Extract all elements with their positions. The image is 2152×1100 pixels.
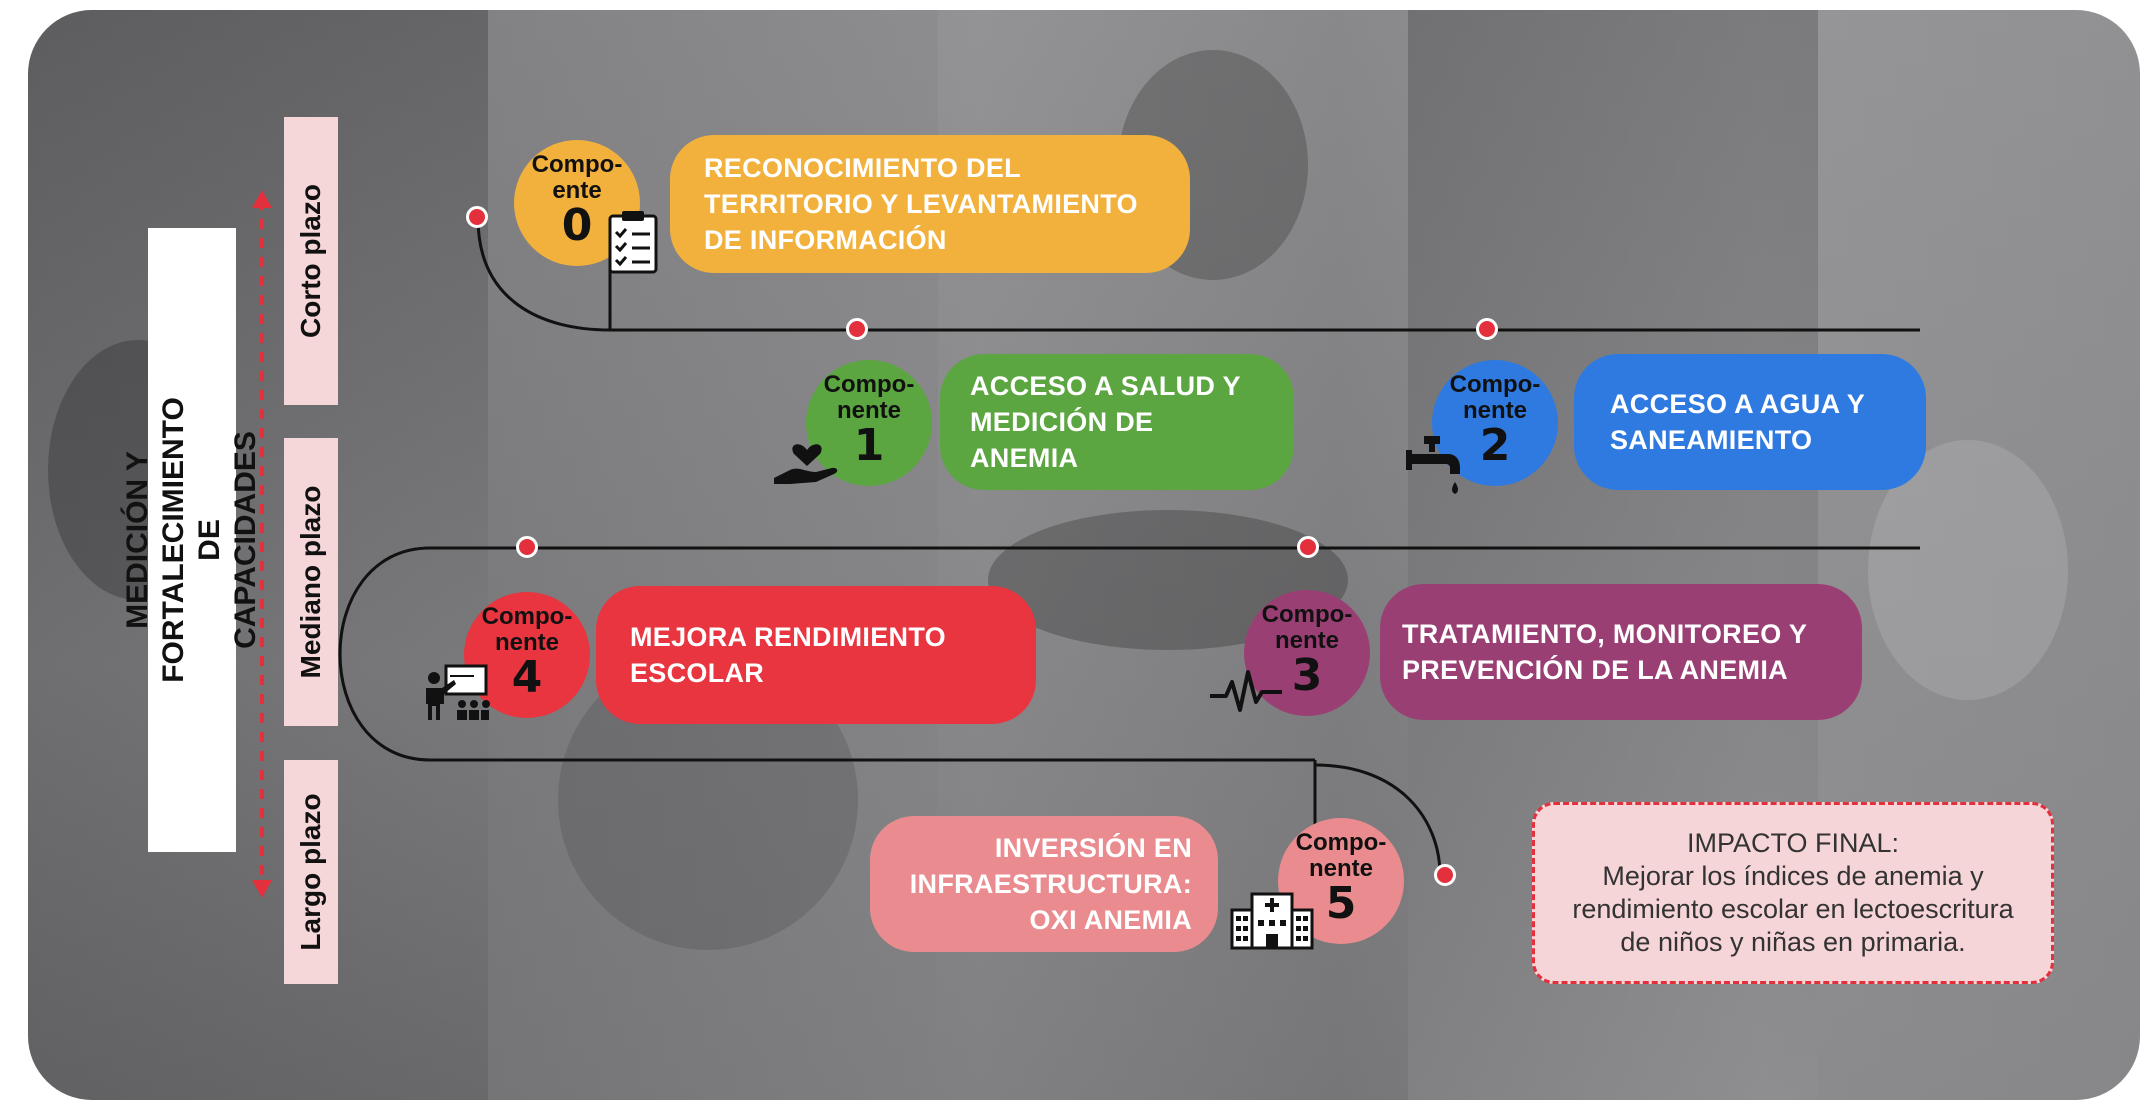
componente-3-badge: Compo- nente 3 bbox=[1244, 590, 1370, 716]
clipboard-checklist-icon bbox=[608, 211, 658, 274]
timeline-arrow bbox=[252, 190, 272, 898]
timeline-dot bbox=[516, 536, 538, 558]
componente-label: Compo- nente bbox=[1449, 371, 1541, 424]
componente-5-title-text: INVERSIÓN EN INFRAESTRUCTURA: OXI ANEMIA bbox=[909, 833, 1192, 935]
plazo-mediano-label: Mediano plazo bbox=[295, 485, 326, 679]
componente-4-title: MEJORA RENDIMIENTO ESCOLAR bbox=[596, 586, 1036, 724]
componente-4-badge: Compo- nente 4 bbox=[464, 592, 590, 718]
componente-2-title: ACCESO A AGUA Y SANEAMIENTO bbox=[1574, 354, 1926, 490]
componente-number: 1 bbox=[853, 420, 885, 471]
pulse-icon bbox=[1210, 670, 1282, 712]
componente-0-title-text: RECONOCIMIENTO DEL TERRITORIO Y LEVANTAM… bbox=[704, 153, 1138, 255]
impacto-final-body: Mejorar los índices de anemia y rendimie… bbox=[1572, 861, 2014, 957]
componente-0-title: RECONOCIMIENTO DEL TERRITORIO Y LEVANTAM… bbox=[670, 135, 1190, 273]
timeline-dot bbox=[1297, 536, 1319, 558]
componente-3-title-text: TRATAMIENTO, MONITOREO Y PREVENCIÓN DE L… bbox=[1402, 619, 1808, 685]
plazo-corto-label: Corto plazo bbox=[295, 184, 326, 338]
main-vertical-label: MEDICIÓN Y FORTALECIMIENTO DE CAPACIDADE… bbox=[121, 228, 262, 852]
plazo-mediano: Mediano plazo bbox=[284, 438, 338, 726]
hand-heart-icon bbox=[774, 444, 838, 484]
componente-label: Compo- nente bbox=[481, 603, 573, 656]
impacto-final-box: IMPACTO FINAL: Mejorar los índices de an… bbox=[1532, 802, 2054, 984]
componente-number: 0 bbox=[561, 200, 593, 251]
componente-1-title-text: ACCESO A SALUD Y MEDICIÓN DE ANEMIA bbox=[970, 371, 1241, 473]
plazo-largo-label: Largo plazo bbox=[295, 793, 326, 951]
classroom-teacher-icon bbox=[426, 664, 490, 720]
componente-label: Compo- nente bbox=[823, 371, 915, 424]
timeline-dot bbox=[1476, 318, 1498, 340]
componente-label: Compo- nente bbox=[1295, 829, 1387, 882]
impacto-final-title: IMPACTO FINAL: bbox=[1686, 828, 1900, 858]
main-label-text: MEDICIÓN Y FORTALECIMIENTO DE CAPACIDADE… bbox=[121, 397, 262, 683]
timeline-dot bbox=[1434, 864, 1456, 886]
componente-number: 5 bbox=[1325, 878, 1357, 929]
timeline-dot bbox=[466, 206, 488, 228]
componente-label: Compo- nente bbox=[1261, 601, 1353, 654]
plazo-corto: Corto plazo bbox=[284, 117, 338, 405]
plazo-largo: Largo plazo bbox=[284, 760, 338, 984]
water-tap-icon bbox=[1406, 436, 1460, 494]
componente-1-title: ACCESO A SALUD Y MEDICIÓN DE ANEMIA bbox=[940, 354, 1294, 490]
componente-number: 4 bbox=[511, 652, 543, 703]
componente-5-title: INVERSIÓN EN INFRAESTRUCTURA: OXI ANEMIA bbox=[870, 816, 1218, 952]
componente-label: Compo- ente bbox=[531, 151, 623, 204]
hospital-building-icon bbox=[1230, 892, 1314, 950]
componente-2-title-text: ACCESO A AGUA Y SANEAMIENTO bbox=[1610, 389, 1866, 455]
componente-number: 3 bbox=[1291, 650, 1323, 701]
componente-3-title: TRATAMIENTO, MONITOREO Y PREVENCIÓN DE L… bbox=[1380, 584, 1862, 720]
timeline-dot bbox=[846, 318, 868, 340]
componente-4-title-text: MEJORA RENDIMIENTO ESCOLAR bbox=[630, 622, 946, 688]
componente-1-badge: Compo- nente 1 bbox=[806, 360, 932, 486]
photo-strip bbox=[28, 10, 488, 1100]
componente-number: 2 bbox=[1479, 420, 1511, 471]
